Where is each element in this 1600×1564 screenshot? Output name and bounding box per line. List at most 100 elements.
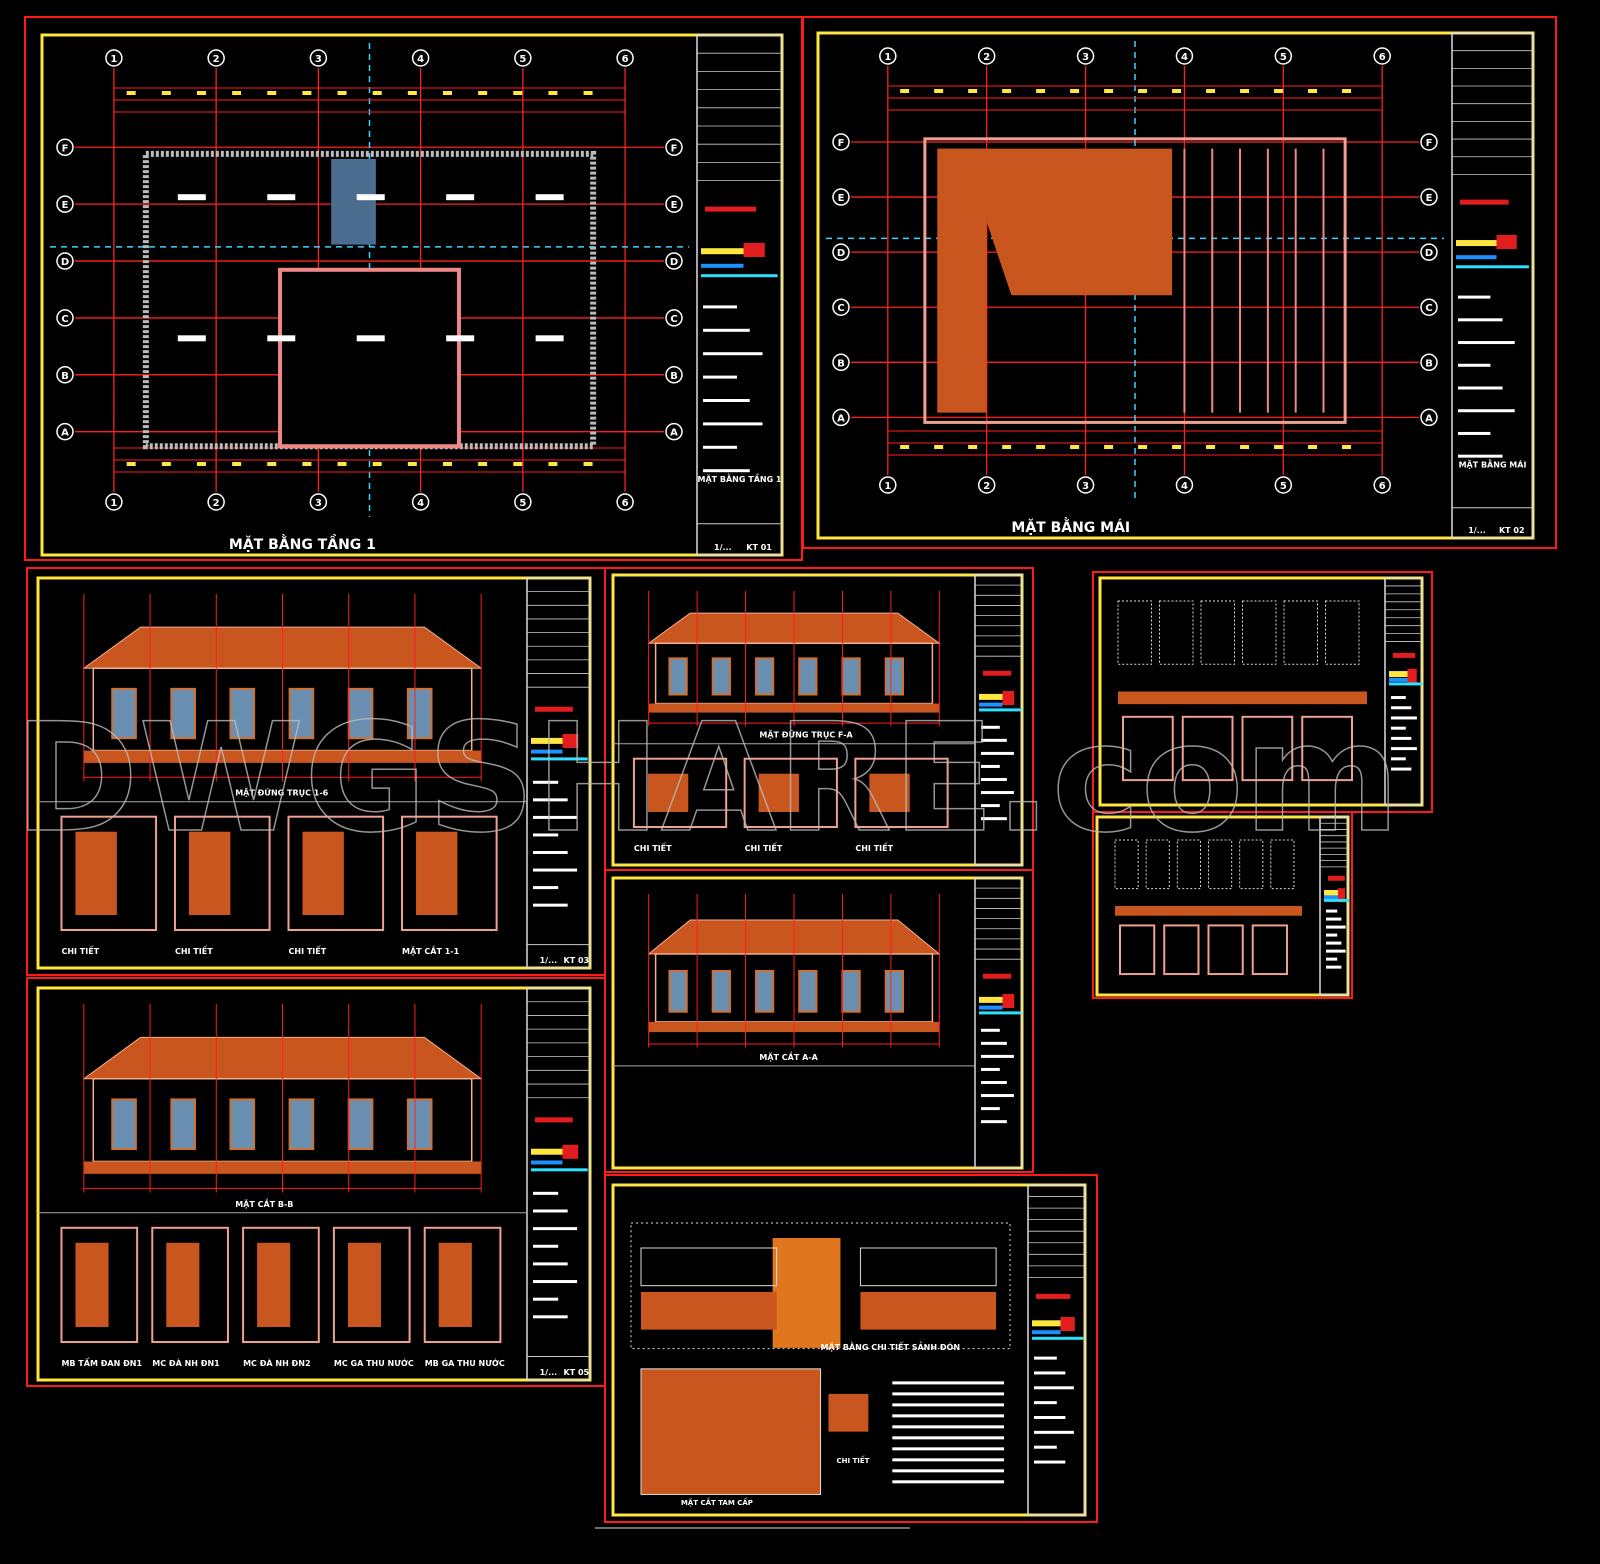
drawing-title: MẶT BẰNG TẦNG 1 (229, 534, 376, 553)
window (288, 1098, 315, 1151)
planter-hatch (641, 1291, 777, 1330)
sheet-section-aa[interactable]: MẶT CẮT A-A (604, 869, 1034, 1173)
detail-drawing (151, 1226, 229, 1344)
dimension-text (583, 91, 593, 95)
title-block-text-line (1326, 925, 1346, 929)
window (347, 1098, 374, 1151)
grid-bubble (1420, 188, 1438, 206)
grid-axis-label: A (670, 428, 678, 439)
grid-bubble (616, 49, 634, 67)
legend-blue (701, 263, 744, 268)
dimension-text (267, 462, 277, 466)
title-block-text-line (703, 328, 750, 332)
dimension-text (968, 445, 978, 449)
legend-red (562, 1144, 579, 1159)
fence-panel (1242, 600, 1277, 665)
grid-bubble (105, 49, 123, 67)
title-block-text-line (981, 778, 1007, 781)
grid-axis-label: 2 (983, 52, 990, 63)
drawing-title: MẶT BẰNG CHI TIẾT SẢNH ĐÓN (821, 1340, 961, 1352)
grid-bubble (1420, 408, 1438, 427)
grid-bubble (56, 138, 74, 157)
title-block-text-line (981, 751, 1014, 755)
legend-yellow (979, 996, 1003, 1003)
grid-axis-label: F (62, 143, 69, 154)
detail-label: CHI TIẾT (61, 944, 99, 956)
dimension-text (548, 462, 558, 466)
window (841, 657, 861, 696)
title-block-text-line (703, 352, 763, 356)
grid-bubble (207, 49, 225, 67)
grid-axis-label: 4 (417, 498, 424, 509)
dimension-text (196, 462, 206, 466)
grid-bubble (832, 243, 850, 261)
logo-stripe (1328, 875, 1345, 881)
grid-bubble (1420, 133, 1438, 151)
title-block (696, 34, 783, 556)
legend-red (1002, 994, 1015, 1008)
title-block (1384, 577, 1423, 806)
title-block-text-line (1326, 909, 1338, 913)
title-block-text-line (981, 1107, 1000, 1111)
dimension-text (478, 91, 488, 95)
grid-axis-label: 1 (110, 498, 117, 509)
grid-bubble (665, 422, 683, 441)
grid-axis-label: 3 (315, 54, 322, 65)
dimension-text (1036, 445, 1046, 449)
title-block-text-line (1458, 318, 1503, 322)
dimension-text (934, 89, 944, 93)
grid-axis-label: 5 (1280, 481, 1287, 492)
sheet-frame (1092, 811, 1353, 999)
title-block-text-line (1391, 736, 1412, 740)
detail-hatch (166, 1242, 200, 1327)
room-label (267, 194, 296, 201)
grid-axis-label: 1 (110, 54, 117, 65)
title-block-text-line (981, 1120, 1007, 1124)
room-label (356, 335, 385, 342)
detail-label: CHI TIẾT (634, 841, 672, 853)
sheet-frame (802, 16, 1557, 549)
sheet-column-detail[interactable] (1092, 811, 1353, 999)
window (668, 657, 688, 696)
title-block-text-line (1034, 1460, 1066, 1464)
note-text-line (892, 1403, 1005, 1407)
title-block (1319, 816, 1349, 996)
title-block-text-line (1391, 767, 1412, 771)
grid-axis-label: 4 (1181, 52, 1188, 63)
title-block (974, 574, 1023, 866)
grid-bubble (1420, 243, 1438, 261)
sheet-code: KT 03 (564, 956, 590, 965)
detail-drawing (287, 815, 385, 932)
legend-blue (1389, 677, 1408, 682)
watermark: DWGSHARE.com (14, 692, 1400, 866)
grid-bubble (616, 493, 634, 511)
grid-bubble (1274, 47, 1293, 65)
detail-hatch (75, 831, 117, 915)
drawing-title: MẶT CẮT B-B (235, 1197, 293, 1209)
room-label (177, 335, 206, 342)
grid-bubble (1420, 298, 1438, 316)
grid-axis-label: E (62, 200, 69, 211)
grid-axis-label: E (838, 193, 845, 204)
grid-bubble (514, 49, 532, 67)
note-text-line (892, 1480, 1005, 1484)
legend-cyan (531, 1168, 588, 1172)
detail-drawing (423, 1226, 502, 1344)
grid-bubble (1373, 47, 1391, 65)
title-block-text-line (981, 791, 1014, 795)
window-grid (859, 1247, 997, 1287)
dimension-text (1138, 445, 1148, 449)
detail-drawing (1251, 924, 1288, 976)
window (754, 969, 775, 1013)
note-text-line (892, 1392, 1005, 1396)
detail-label: CHI TIẾT (289, 944, 327, 956)
grid-bubble (832, 353, 850, 372)
step-detail (828, 1393, 869, 1432)
